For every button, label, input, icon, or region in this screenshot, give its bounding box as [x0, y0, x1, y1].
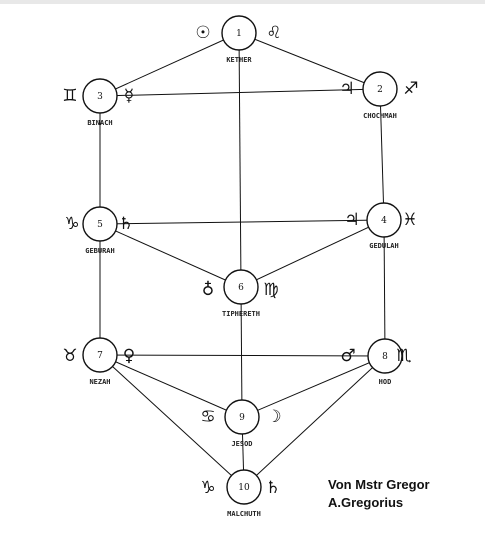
- path-4-6: [240, 219, 385, 288]
- zodiac-symbol-icon: ♌: [266, 23, 281, 43]
- sephirah-circle: [366, 202, 402, 238]
- path-1-2: [238, 32, 381, 90]
- planet-symbol-icon: ♑: [200, 478, 215, 498]
- zodiac-symbol-icon: ♄: [118, 214, 133, 234]
- planet-symbol-icon: ☉: [195, 23, 210, 43]
- top-border: [0, 0, 485, 4]
- zodiac-symbol-icon: ☿: [124, 86, 134, 106]
- sephirah-circle: [223, 269, 259, 305]
- sephirah-number: 9: [239, 413, 245, 423]
- sephirah-number: 5: [97, 220, 103, 230]
- sephirah-number: 6: [238, 283, 244, 293]
- sephirah-number: 2: [377, 85, 383, 95]
- planet-symbol-icon: ♑: [64, 214, 79, 234]
- sephirah-number: 4: [381, 216, 387, 226]
- sephirah-name: BINACH: [87, 119, 112, 127]
- sephirah-circle: [367, 338, 403, 374]
- path-5-6: [99, 223, 242, 288]
- zodiac-symbol-icon: ♐: [403, 79, 418, 99]
- path-2-4: [379, 88, 385, 221]
- sephirah-name: MALCHUTH: [227, 510, 261, 518]
- planet-symbol-icon: ♁: [202, 280, 214, 300]
- sephirah-circle: [226, 469, 262, 505]
- path-7-10: [99, 354, 245, 488]
- path-7-8: [99, 354, 386, 357]
- sephirah-circle: [82, 337, 118, 373]
- sephirah-name: CHOCHMAH: [363, 112, 397, 120]
- credit-line-2: A.Gregorius: [328, 495, 404, 510]
- sephirah-number: 7: [97, 351, 103, 361]
- sephirah-number: 3: [97, 92, 103, 102]
- sephirah-name: JESOD: [231, 440, 252, 448]
- zodiac-symbol-icon: ♄: [265, 478, 280, 498]
- zodiac-symbol-icon: ♍: [263, 280, 278, 300]
- path-1-3: [99, 32, 240, 97]
- planet-symbol-icon: ♋: [200, 407, 215, 427]
- zodiac-symbol-icon: ♓: [402, 210, 417, 230]
- zodiac-symbol-icon: ♏: [396, 346, 411, 366]
- path-1-6: [238, 32, 242, 288]
- planet-symbol-icon: ♊: [62, 86, 77, 106]
- sephirah-name: GEDULAH: [369, 242, 399, 250]
- path-8-10: [243, 355, 386, 488]
- planet-symbol-icon: ♃: [339, 79, 354, 99]
- path-4-8: [383, 219, 386, 357]
- sephirah-name: GEBURAH: [85, 247, 115, 255]
- path-4-5: [99, 219, 385, 225]
- sephirah-circle: [82, 206, 118, 242]
- zodiac-symbol-icon: ♀: [123, 346, 135, 366]
- sephirah-name: HOD: [379, 378, 392, 386]
- path-6-9: [240, 286, 243, 418]
- credit-line-1: Von Mstr Gregor: [328, 477, 430, 492]
- sephirah-name: TIPHERETH: [222, 310, 260, 318]
- sephirah-circle: [224, 399, 260, 435]
- planet-symbol-icon: ♃: [344, 210, 359, 230]
- path-8-9: [241, 355, 386, 418]
- author-credit: Von Mstr Gregor A.Gregorius: [328, 476, 430, 512]
- sephirah-circle: [221, 15, 257, 51]
- sephirah-number: 10: [238, 483, 250, 493]
- planet-symbol-icon: ♉: [62, 346, 77, 366]
- sephirah-circle: [362, 71, 398, 107]
- sephirah-name: KETHER: [226, 56, 252, 64]
- path-2-3: [99, 88, 381, 97]
- sephirah-name: NEZAH: [89, 378, 110, 386]
- sephirah-circle: [82, 78, 118, 114]
- zodiac-symbol-icon: ☽: [266, 407, 281, 427]
- planet-symbol-icon: ♂: [340, 346, 355, 366]
- path-7-9: [99, 354, 243, 418]
- sephirah-number: 1: [236, 29, 242, 39]
- sephirah-number: 8: [382, 352, 388, 362]
